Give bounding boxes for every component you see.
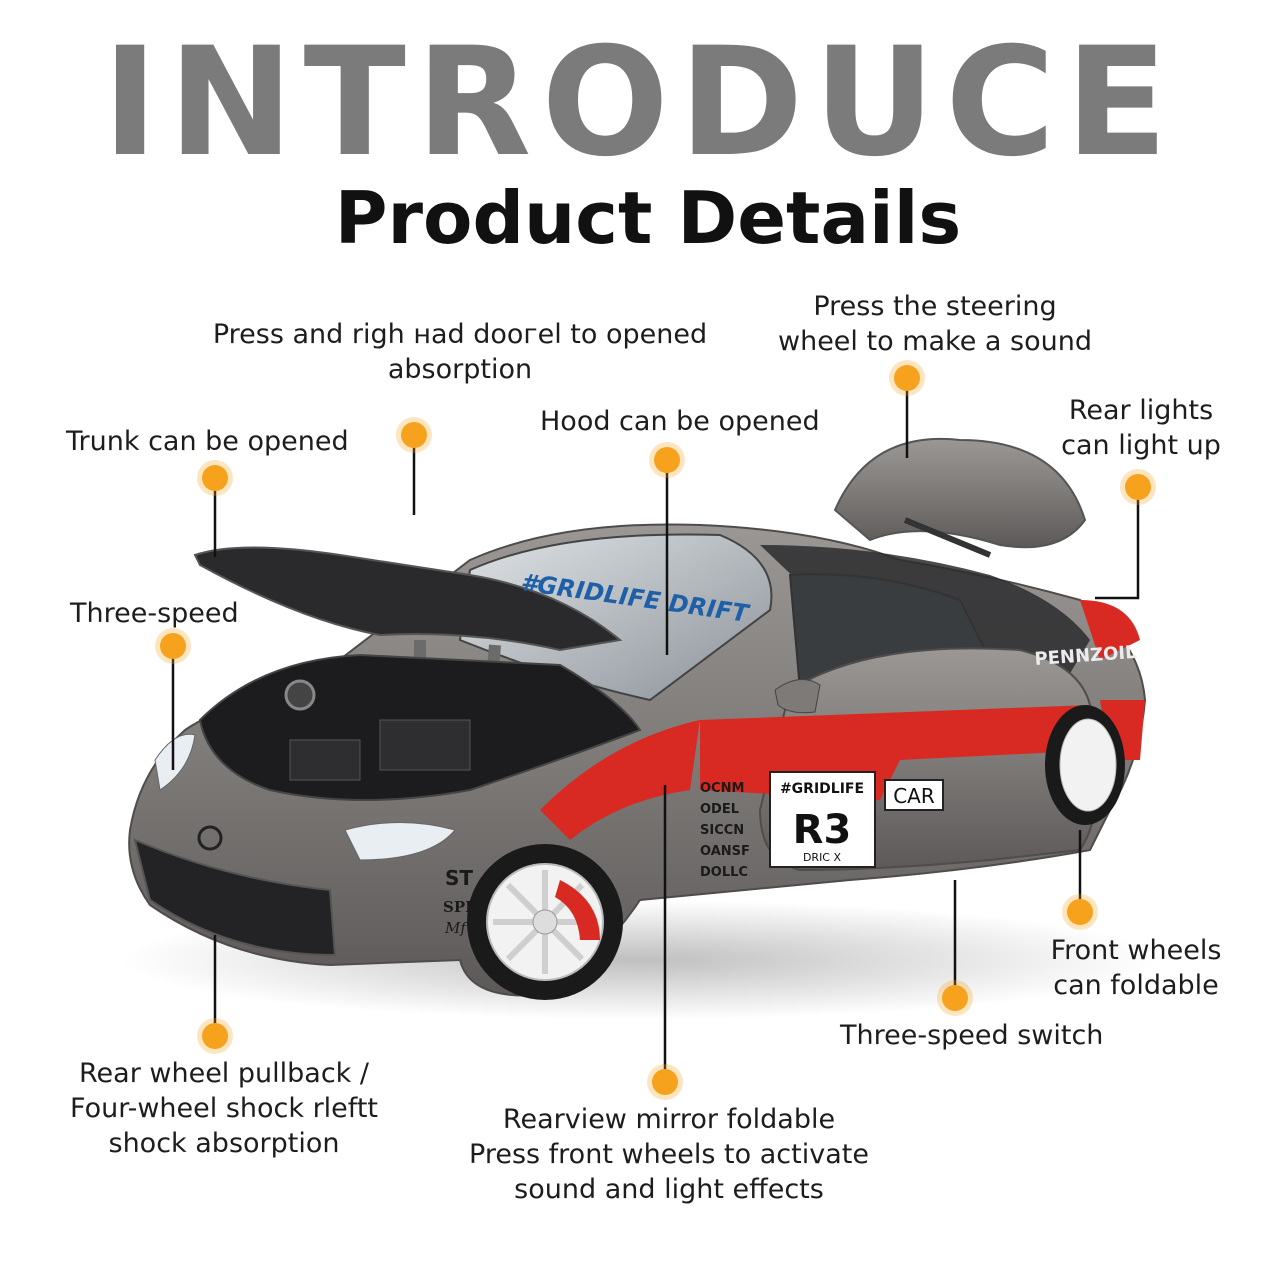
door-plate	[769, 771, 876, 868]
engine-cap	[284, 679, 316, 711]
rear-rim	[1059, 718, 1117, 812]
spoiler-strut	[903, 517, 992, 558]
door-number: R3	[793, 807, 852, 853]
marker-mirror	[652, 1069, 678, 1095]
callout-mirror: Rearview mirror foldable Press front whe…	[440, 1102, 898, 1207]
callout-mirror-line-1: Rearview mirror foldable	[502, 1104, 836, 1135]
callout-trunk: Trunk can be opened	[66, 424, 349, 459]
callout-steering-line-1: Press the steering	[813, 291, 1057, 322]
open-hood	[193, 546, 623, 652]
callout-mirror-line-2: Press front wheels to activate	[469, 1139, 869, 1170]
marker-switch	[942, 985, 968, 1011]
engine-block	[289, 739, 361, 781]
front-brake-caliper	[555, 880, 600, 940]
callout-front-wheels-line-2: can foldable	[1053, 970, 1219, 1001]
callout-mirror-line-3: sound and light effects	[514, 1174, 824, 1205]
callout-rear-wheel-line-2: Four-wheel shock rleftt	[70, 1093, 378, 1124]
callout-leader-lines	[171, 378, 1140, 1082]
door-car-label: CAR	[893, 784, 935, 808]
sticker-4: OANSF	[700, 844, 750, 859]
callout-rear-lights-line-1: Rear lights	[1068, 395, 1214, 426]
callout-door-line-2: absorption	[387, 354, 533, 385]
page-subtitle: Product Details	[334, 176, 962, 260]
marker-front-wheels	[1067, 899, 1093, 925]
red-stripe-fender	[540, 720, 700, 840]
sticker-2: ODEL	[700, 802, 739, 817]
marker-trunk	[202, 465, 228, 491]
sticker-1: OCNM	[700, 781, 744, 796]
callout-hood: Hood can be opened	[540, 404, 820, 439]
fender-decal-st: ST	[445, 866, 473, 890]
callout-switch-line-1: Three-speed switch	[840, 1020, 1104, 1051]
sticker-5: DOLLC	[700, 865, 748, 880]
trunk-lid	[833, 437, 1087, 549]
callout-switch: Three-speed switch	[840, 1018, 1103, 1053]
callout-rear-wheel-line-1: Rear wheel pullback /	[79, 1058, 369, 1089]
callout-hood-line-1: Hood can be opened	[540, 406, 820, 437]
callout-three-speed: Three-speed	[70, 596, 239, 631]
callout-rear-lights: Rear lights can light up	[1050, 393, 1232, 463]
marker-hood	[654, 447, 680, 473]
marker-steering	[894, 365, 920, 391]
callout-door: Press and righ нad dooгel to opened abso…	[205, 317, 715, 387]
sticker-3: SICCN	[700, 823, 744, 838]
side-mirror	[774, 679, 821, 714]
leader-rear-lights	[1095, 487, 1140, 600]
marker-rear-wheel	[202, 1023, 228, 1049]
fender-decal-mf: Mf	[444, 919, 468, 937]
callout-steering-line-2: wheel to make a sound	[778, 326, 1092, 357]
page-title: INTRODUCE	[102, 16, 1178, 190]
callout-front-wheels-line-1: Front wheels	[1050, 935, 1222, 966]
callout-door-line-1: Press and righ нad dooгel to opened	[212, 319, 708, 350]
car-plate	[884, 779, 944, 811]
callout-three-speed-line-1: Three-speed	[70, 598, 239, 629]
fender-decal-spl: SPL	[443, 898, 476, 916]
callout-front-wheels: Front wheels can foldable	[1030, 933, 1242, 1003]
callout-rear-wheel-line-3: shock absorption	[108, 1128, 340, 1159]
callout-rear-wheel: Rear wheel pullback / Four-wheel shock r…	[40, 1056, 408, 1161]
rear-light	[1080, 600, 1140, 660]
callout-steering: Press the steering wheel to make a sound	[770, 289, 1100, 359]
brand-emblem	[197, 825, 223, 851]
callout-trunk-line-1: Trunk can be opened	[66, 426, 349, 457]
front-grille	[133, 838, 337, 957]
headlight-left	[154, 733, 196, 791]
door-small-text: DRIC X	[803, 851, 842, 864]
door-brand: #GRIDLIFE	[780, 781, 864, 797]
headlight-right	[344, 822, 456, 861]
marker-door	[401, 422, 427, 448]
side-stickers: OCNM ODEL SICCN OANSF DOLLC	[700, 781, 750, 880]
marker-three-speed	[160, 633, 186, 659]
marker-rear-lights	[1125, 474, 1151, 500]
callout-rear-lights-line-2: can light up	[1061, 430, 1221, 461]
engine-intake	[379, 719, 471, 771]
front-hub	[532, 909, 558, 935]
